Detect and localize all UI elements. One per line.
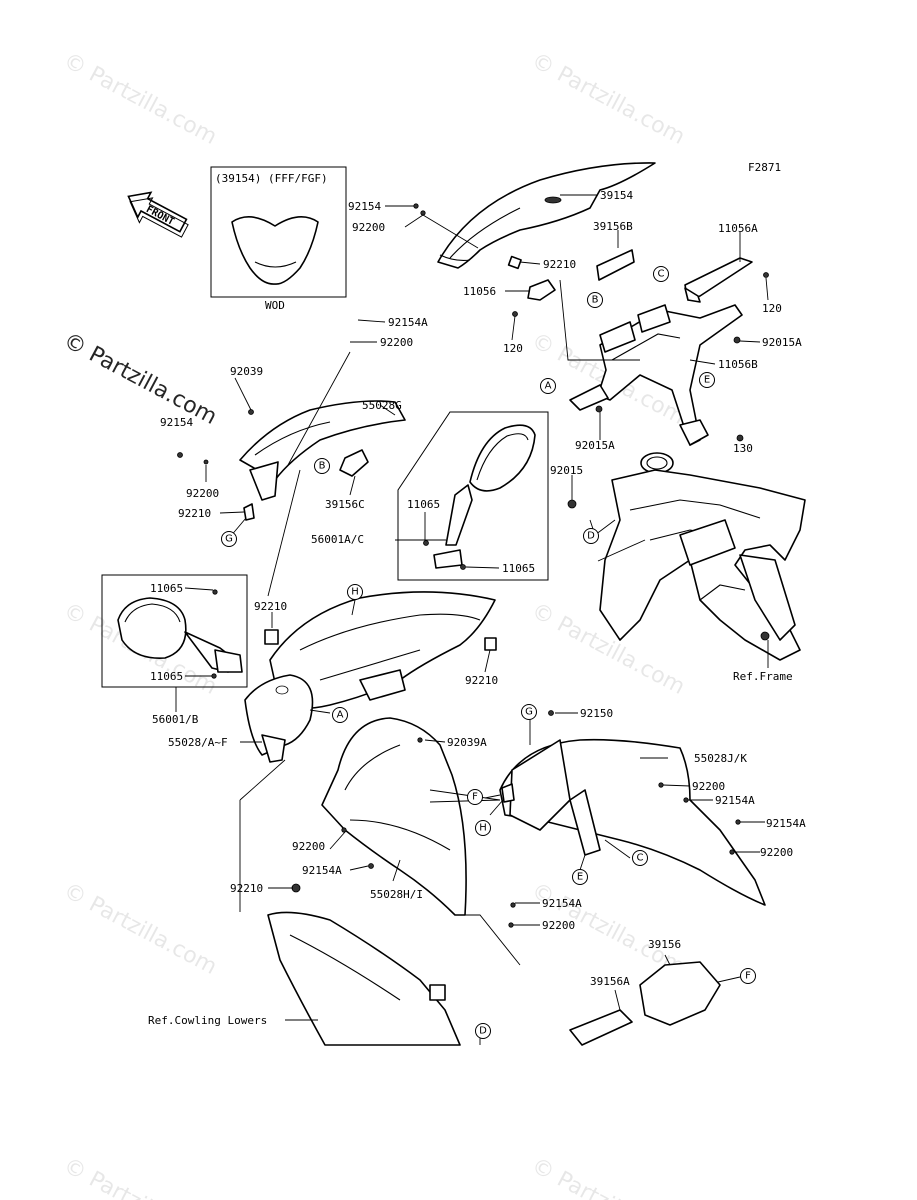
watermark: © Partzilla.com xyxy=(59,1153,221,1200)
side-cowl-55028hi xyxy=(321,717,467,916)
callout-letter: D xyxy=(479,1026,487,1037)
part-label: 120 xyxy=(503,342,523,355)
callout-letter: B xyxy=(319,461,326,472)
part-label: 92210 xyxy=(543,258,576,271)
part-label: 55028G xyxy=(362,399,402,412)
part-label: 11065 xyxy=(407,498,440,511)
mirror-inset xyxy=(101,574,248,688)
pad-39156 xyxy=(639,961,721,1026)
frame-ref xyxy=(599,452,806,661)
part-label: 92154A xyxy=(715,794,755,807)
part-label: 92039 xyxy=(230,365,263,378)
part-label: 92200 xyxy=(542,919,575,932)
callout-letter: A xyxy=(337,710,344,721)
part-label: 92210 xyxy=(230,882,263,895)
callout-letter: C xyxy=(658,269,665,280)
inset-title: (39154) (FFF/FGF) xyxy=(215,172,328,185)
part-label: 92200 xyxy=(692,780,725,793)
watermark: © Partzilla.com xyxy=(59,48,221,150)
part-label: 92200 xyxy=(186,487,219,500)
pad-39156a xyxy=(569,1009,633,1046)
part-label: 92154A xyxy=(302,864,342,877)
part-label: 92200 xyxy=(352,221,385,234)
callout-letter: F xyxy=(745,971,751,982)
callout-letter: G xyxy=(525,707,533,718)
ref-frame-label: Ref.Frame xyxy=(733,670,793,683)
part-label: 55028/A~F xyxy=(168,736,228,749)
part-label: 11056 xyxy=(463,285,496,298)
part-labels: 39154 92154 92200 92210 11056 120 39156B… xyxy=(148,189,806,1027)
part-label: 92210 xyxy=(465,674,498,687)
front-arrow-icon: FRONT xyxy=(127,191,189,238)
part-label: 92210 xyxy=(254,600,287,613)
pad-39156b xyxy=(596,249,635,281)
part-label: 11056A xyxy=(718,222,758,235)
callout-letter: A xyxy=(545,381,552,392)
watermark-strong: © Partzilla.com xyxy=(59,328,221,430)
part-label: 92015A xyxy=(575,439,615,452)
part-label: 39154 xyxy=(600,189,633,202)
part-label: 39156C xyxy=(325,498,365,511)
part-label: 55028J/K xyxy=(694,752,747,765)
stay-11056b xyxy=(567,272,769,509)
part-label: 39156 xyxy=(648,938,681,951)
side-cowl-55028jk xyxy=(499,710,766,906)
part-label: 92154A xyxy=(388,316,428,329)
callout-letter: H xyxy=(351,587,359,598)
watermark: © Partzilla.com xyxy=(59,878,221,980)
diagram-id: F2871 xyxy=(748,161,781,174)
part-label: 92154 xyxy=(160,416,193,429)
part-label: 92210 xyxy=(178,507,211,520)
part-label: 92200 xyxy=(380,336,413,349)
watermark: © Partzilla.com xyxy=(527,48,689,150)
part-label: 92150 xyxy=(580,707,613,720)
inset-windshield: (39154) (FFF/FGF) WOD xyxy=(210,166,347,312)
callout-letter: G xyxy=(225,534,233,545)
part-label: 92154A xyxy=(542,897,582,910)
part-label: 56001A/C xyxy=(311,533,364,546)
part-label: 39156B xyxy=(593,220,633,233)
callout-letter: D xyxy=(587,531,595,542)
callout-letter: B xyxy=(592,295,599,306)
part-label: 56001/B xyxy=(152,713,199,726)
leader-lines xyxy=(175,194,769,1045)
callout-letter: E xyxy=(704,375,710,386)
part-label: 11056B xyxy=(718,358,758,371)
part-label: 11065 xyxy=(150,670,183,683)
part-label: 92039A xyxy=(447,736,487,749)
part-label: 92154 xyxy=(348,200,381,213)
windshield-part xyxy=(437,162,656,269)
pad-39156c xyxy=(339,449,369,477)
part-label: 11065 xyxy=(150,582,183,595)
callout-letter: E xyxy=(577,872,583,883)
part-label: 130 xyxy=(733,442,753,455)
callouts: C B A E D B G H A G F H C E F D xyxy=(221,266,756,1039)
callout-letter: H xyxy=(479,823,487,834)
part-label: 92200 xyxy=(760,846,793,859)
lower-cowling-ref xyxy=(267,883,516,1046)
part-label: 120 xyxy=(762,302,782,315)
bracket-11056a xyxy=(684,257,753,303)
watermark: © Partzilla.com xyxy=(527,1153,689,1200)
part-label: 92015A xyxy=(762,336,802,349)
part-label: 92200 xyxy=(292,840,325,853)
ref-cowling-label: Ref.Cowling Lowers xyxy=(148,1014,267,1027)
callout-letter: C xyxy=(637,853,644,864)
part-label: 92015 xyxy=(550,464,583,477)
inset-caption: WOD xyxy=(265,299,285,312)
part-label: 11065 xyxy=(502,562,535,575)
callout-letter: F xyxy=(472,792,478,803)
nose-cowl xyxy=(244,674,314,763)
part-label: 92154A xyxy=(766,817,806,830)
part-label: 55028H/I xyxy=(370,888,423,901)
part-label: 39156A xyxy=(590,975,630,988)
mirror-box xyxy=(397,411,549,581)
upper-fairing-55028g xyxy=(177,400,406,521)
